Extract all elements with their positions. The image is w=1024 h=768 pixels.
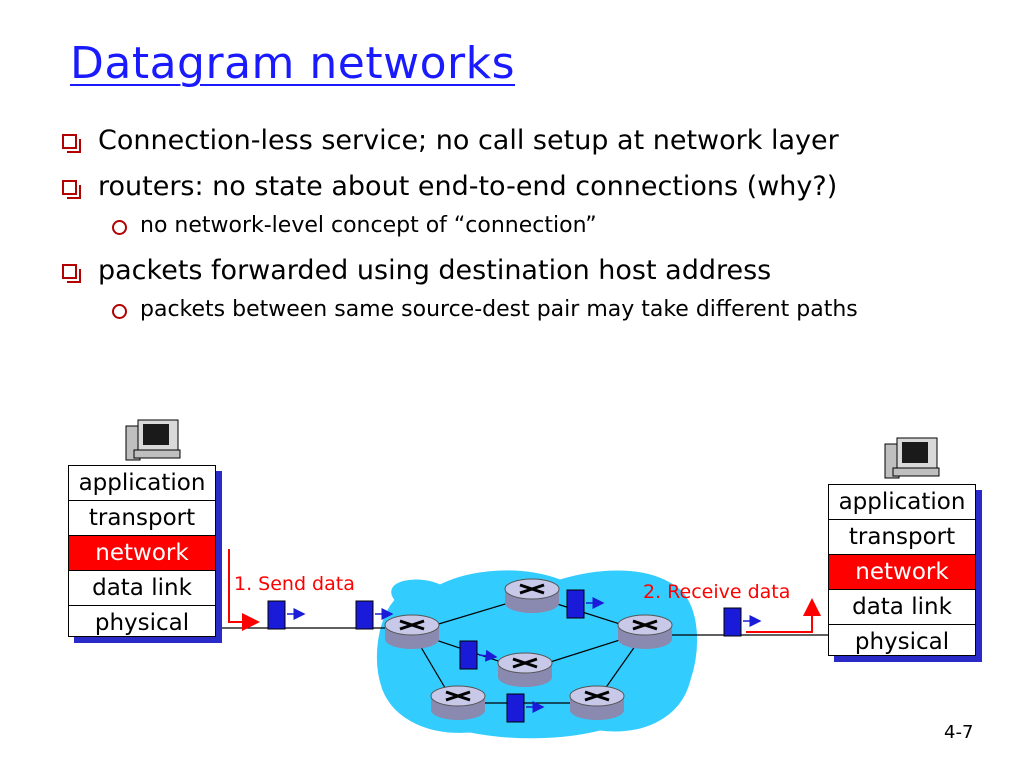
circle-bullet-icon: [112, 304, 127, 319]
square-bullet-icon: [62, 180, 81, 199]
right-protocol-stack: application transport network data link …: [828, 484, 982, 662]
bullet-item: Connection-less service; no call setup a…: [58, 124, 988, 158]
layer-network: network: [829, 555, 975, 590]
packet-icon: [723, 607, 762, 637]
sub-bullet-item: packets between same source-dest pair ma…: [58, 294, 988, 326]
layer-application: application: [829, 485, 975, 520]
receive-arrow: [746, 598, 821, 633]
router-icon: [569, 685, 625, 720]
circle-bullet-icon: [112, 220, 127, 235]
send-data-label: 1. Send data: [234, 573, 355, 595]
square-bullet-icon: [62, 134, 81, 153]
packet-icon: [566, 589, 605, 619]
receive-data-label: 2. Receive data: [643, 581, 790, 603]
packet-icon: [506, 693, 545, 723]
layer-transport: transport: [829, 520, 975, 555]
layer-data-link: data link: [829, 590, 975, 625]
router-icon: [384, 614, 440, 649]
sub-bullet-item: no network-level concept of “connection”: [58, 210, 988, 242]
router-icon: [430, 685, 486, 720]
layer-physical: physical: [94, 610, 190, 636]
router-icon: [504, 578, 560, 613]
slide-title: Datagram networks: [70, 38, 515, 89]
layer-transport: transport: [69, 501, 215, 536]
layer-application: application: [69, 466, 215, 501]
sub-bullet-text: no network-level concept of “connection”: [140, 213, 597, 238]
layer-network: network: [69, 536, 215, 571]
bullet-text: routers: no state about end-to-end conne…: [98, 171, 838, 202]
bullet-text: Connection-less service; no call setup a…: [98, 125, 839, 156]
bullet-list: Connection-less service; no call setup a…: [58, 124, 988, 338]
sub-bullet-text: packets between same source-dest pair ma…: [140, 297, 858, 322]
computer-icon: [884, 437, 940, 479]
layer-physical: physical: [854, 629, 950, 655]
left-protocol-stack: application transport network data link …: [68, 465, 222, 643]
bullet-item: routers: no state about end-to-end conne…: [58, 170, 988, 204]
layer-data-link: data link: [69, 571, 215, 606]
packet-icon: [267, 600, 306, 630]
page-number: 4-7: [944, 722, 974, 743]
bullet-item: packets forwarded using destination host…: [58, 254, 988, 288]
square-bullet-icon: [62, 264, 81, 283]
router-icon: [497, 652, 553, 687]
send-arrow: [228, 549, 260, 631]
router-icon: [617, 614, 673, 649]
packet-icon: [459, 640, 498, 670]
bullet-text: packets forwarded using destination host…: [98, 255, 772, 286]
computer-icon: [125, 419, 181, 461]
packet-icon: [355, 600, 394, 630]
